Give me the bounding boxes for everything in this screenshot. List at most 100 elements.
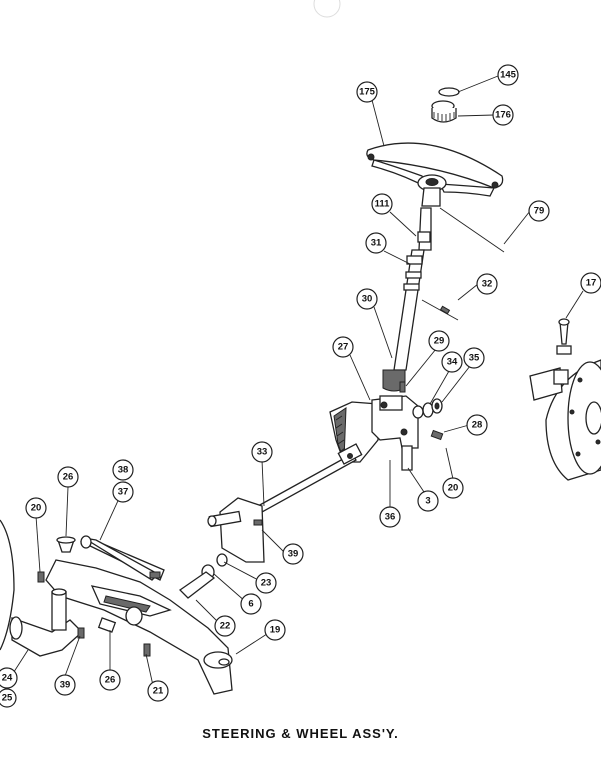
callout-145: 145 xyxy=(497,64,519,86)
callout-circle xyxy=(466,414,488,436)
callout-26: 26 xyxy=(57,466,79,488)
callout-circle xyxy=(365,232,387,254)
callout-29: 29 xyxy=(428,330,450,352)
callout-circle xyxy=(99,669,121,691)
callout-circle xyxy=(57,466,79,488)
callout-176: 176 xyxy=(492,104,514,126)
callout-23: 23 xyxy=(255,572,277,594)
left-wheel-tire xyxy=(0,519,15,651)
callout-79: 79 xyxy=(528,200,550,222)
callout-circle xyxy=(282,543,304,565)
punch-hole-mark xyxy=(313,0,341,18)
leader-lines xyxy=(9,75,584,691)
callout-22: 22 xyxy=(214,615,236,637)
right-wheel-hub xyxy=(529,359,601,481)
hub-bolt xyxy=(556,318,572,355)
callout-circle xyxy=(497,64,519,86)
callout-17: 17 xyxy=(580,272,601,294)
callout-111: 111 xyxy=(371,193,393,215)
bell-crank-bracket xyxy=(178,497,265,599)
callout-label: 6 xyxy=(248,599,253,610)
callout-circle xyxy=(112,459,134,481)
callout-label: 26 xyxy=(63,472,74,483)
callout-20: 20 xyxy=(25,497,47,519)
callout-circle xyxy=(428,330,450,352)
callout-20: 20 xyxy=(442,477,464,499)
callout-label: 17 xyxy=(586,278,597,289)
callout-label: 24 xyxy=(2,673,13,684)
hub-ring xyxy=(438,87,460,97)
key-line xyxy=(439,207,505,253)
callout-label: 145 xyxy=(500,70,517,81)
callout-label: 31 xyxy=(371,238,382,249)
callout-circle xyxy=(356,81,378,103)
callout-39: 39 xyxy=(54,674,76,696)
callout-circle xyxy=(251,441,273,463)
callout-circle xyxy=(492,104,514,126)
diagram-caption: STEERING & WHEEL ASS'Y. xyxy=(202,726,399,741)
callout-circle xyxy=(112,481,134,503)
callout-label: 19 xyxy=(270,625,281,636)
callout-30: 30 xyxy=(356,288,378,310)
callout-circle xyxy=(580,272,601,294)
callout-circle xyxy=(442,477,464,499)
callout-label: 39 xyxy=(60,680,71,691)
callout-label: 30 xyxy=(362,294,373,305)
callout-175: 175 xyxy=(356,81,378,103)
callout-label: 39 xyxy=(288,549,299,560)
callout-label: 79 xyxy=(534,206,545,217)
steering-gear xyxy=(329,395,419,471)
callout-circle xyxy=(147,680,169,702)
callout-circle xyxy=(264,619,286,641)
drag-link xyxy=(257,443,363,513)
callout-34: 34 xyxy=(441,351,463,373)
callout-label: 3 xyxy=(425,496,430,507)
tie-rod xyxy=(80,535,161,581)
callout-label: 176 xyxy=(495,110,511,121)
callout-32: 32 xyxy=(476,273,498,295)
gear-washers xyxy=(399,381,444,441)
callout-label: 21 xyxy=(153,686,164,697)
callout-label: 32 xyxy=(482,279,493,290)
callout-39: 39 xyxy=(282,543,304,565)
callout-label: 29 xyxy=(434,336,445,347)
callout-35: 35 xyxy=(463,347,485,369)
callout-19: 19 xyxy=(264,619,286,641)
callout-label: 26 xyxy=(105,675,116,686)
callout-33: 33 xyxy=(251,441,273,463)
callout-label: 33 xyxy=(257,447,268,458)
callout-label: 38 xyxy=(118,465,129,476)
callout-26: 26 xyxy=(99,669,121,691)
callout-label: 23 xyxy=(261,578,272,589)
callout-label: 22 xyxy=(220,621,231,632)
callout-circle xyxy=(528,200,550,222)
callout-label: 28 xyxy=(472,420,483,431)
callout-3: 3 xyxy=(417,490,439,512)
callout-circle xyxy=(371,193,393,215)
callout-circle xyxy=(0,667,18,689)
callout-label: 20 xyxy=(31,503,42,514)
callout-38: 38 xyxy=(112,459,134,481)
callout-21: 21 xyxy=(147,680,169,702)
callout-24: 24 xyxy=(0,667,18,689)
callout-circle xyxy=(332,336,354,358)
left-spindle xyxy=(9,588,151,657)
callout-28: 28 xyxy=(466,414,488,436)
callout-label: 37 xyxy=(118,487,129,498)
callout-circle xyxy=(356,288,378,310)
callout-circle xyxy=(0,688,17,708)
hub-cap xyxy=(431,100,457,123)
callout-31: 31 xyxy=(365,232,387,254)
callout-circle xyxy=(25,497,47,519)
callout-circle xyxy=(240,593,262,615)
callout-circle xyxy=(255,572,277,594)
callout-27: 27 xyxy=(332,336,354,358)
kingpin-fittings xyxy=(37,536,76,583)
callout-circle xyxy=(441,351,463,373)
callout-label: 36 xyxy=(385,512,396,523)
callout-25: 25 xyxy=(0,688,17,708)
callout-circle xyxy=(417,490,439,512)
callout-label: 25 xyxy=(2,693,13,704)
